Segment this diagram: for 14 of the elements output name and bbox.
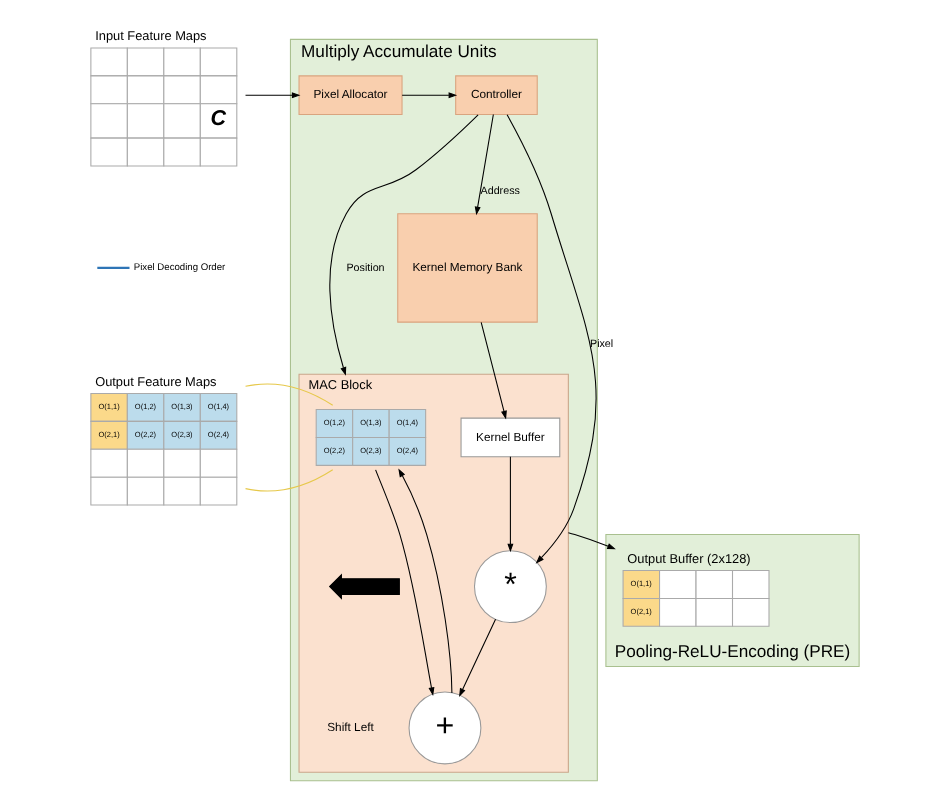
arrow [458,618,496,697]
node-circle: + [407,691,481,765]
arrow [400,92,457,99]
arrow [328,114,478,376]
arrow [473,114,493,216]
arrow [479,321,506,420]
connector [244,469,333,492]
arrow [506,456,513,553]
arrow [505,114,596,564]
arrow [566,532,615,550]
arrow [397,468,452,694]
arrow [374,469,434,696]
arrow [243,92,300,99]
connector [244,383,333,406]
